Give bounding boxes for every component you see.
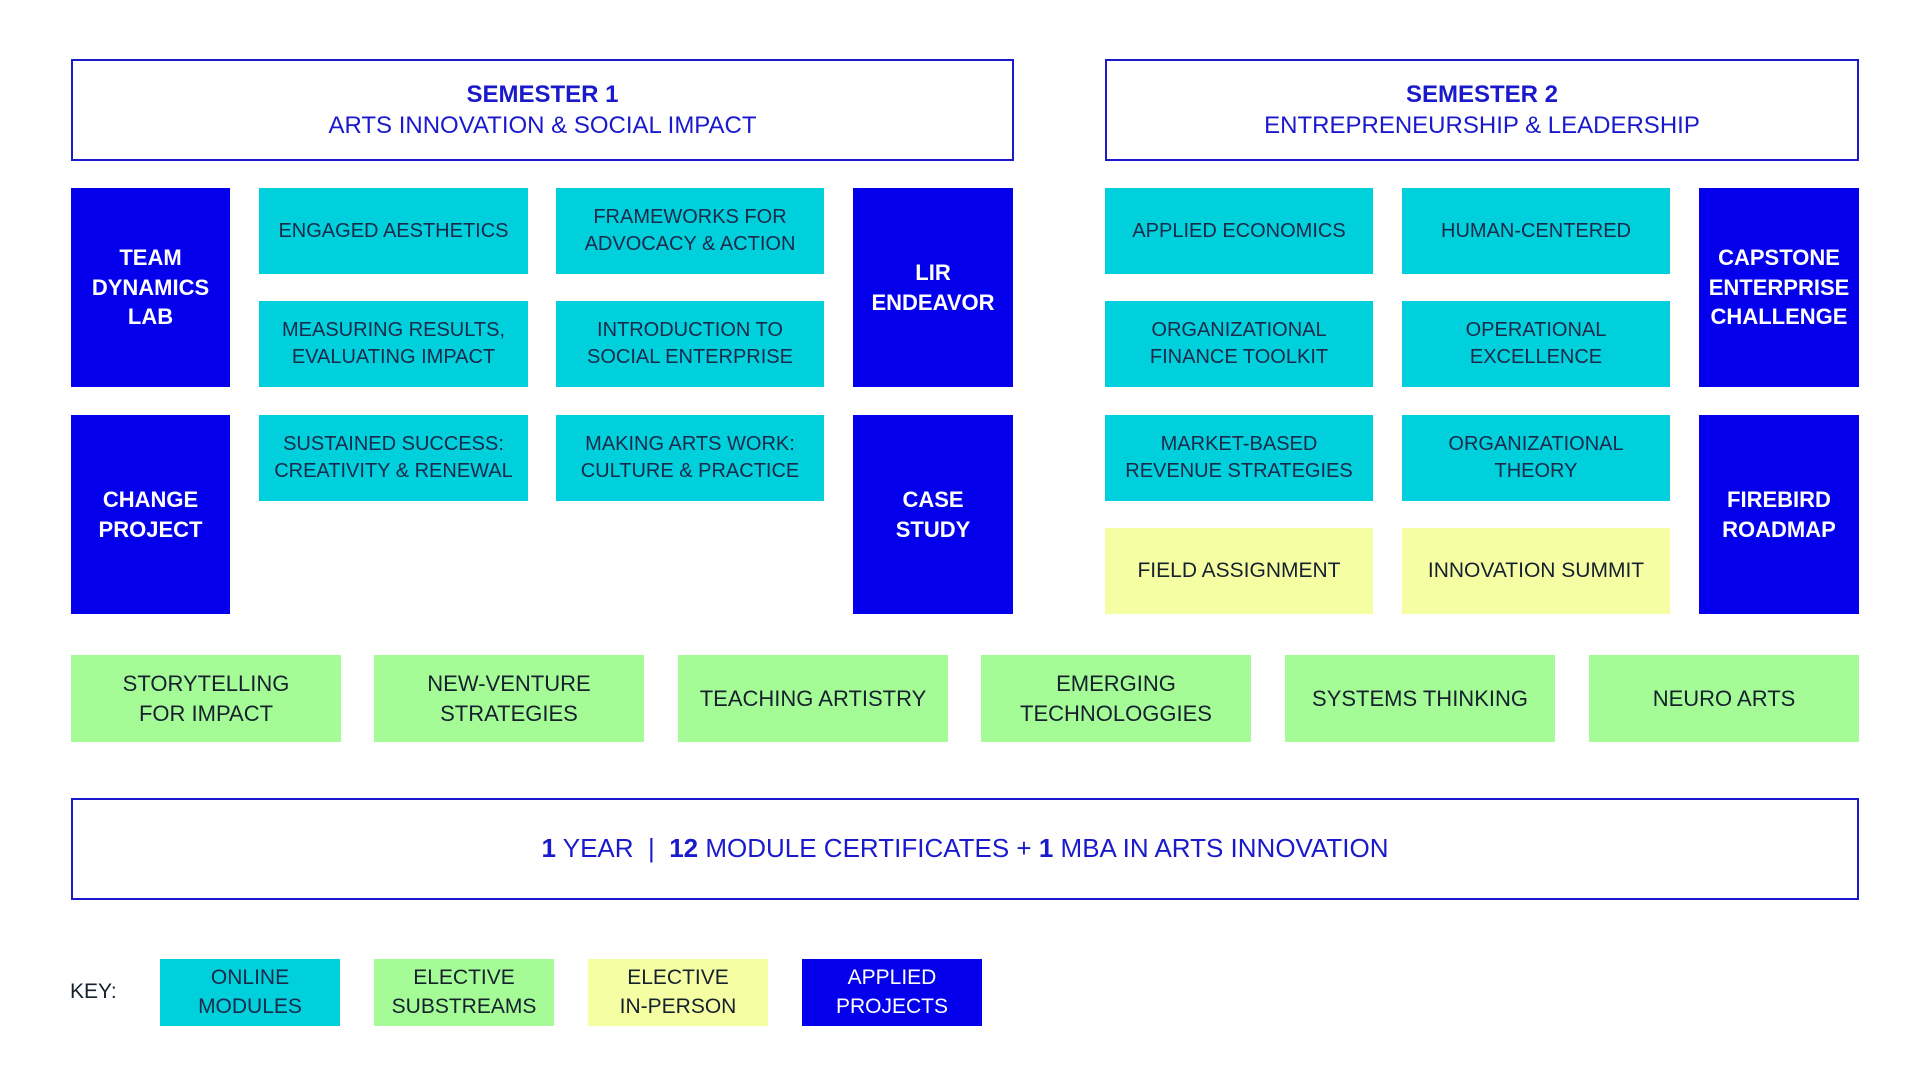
key-elective-in-person: ELECTIVE IN-PERSON bbox=[588, 959, 768, 1026]
module-organizational-theory: ORGANIZATIONAL THEORY bbox=[1402, 415, 1670, 501]
module-lir-endeavor: LIR ENDEAVOR bbox=[853, 188, 1013, 387]
summary-mba: 1 bbox=[1038, 833, 1054, 864]
module-applied-economics: APPLIED ECONOMICS bbox=[1105, 188, 1373, 274]
program-summary-banner: 1 YEAR | 12 MODULE CERTIFICATES + 1 MBA … bbox=[71, 798, 1859, 900]
semester-2-subtitle: ENTREPRENEURSHIP & LEADERSHIP bbox=[1264, 112, 1700, 139]
key-elective-substreams: ELECTIVE SUBSTREAMS bbox=[374, 959, 554, 1026]
module-making-arts-work: MAKING ARTS WORK: CULTURE & PRACTICE bbox=[556, 415, 824, 501]
module-team-dynamics-lab: TEAM DYNAMICS LAB bbox=[71, 188, 230, 387]
elective-systems-thinking: SYSTEMS THINKING bbox=[1285, 655, 1555, 742]
elective-emerging-technologies: EMERGING TECHNOLOGGIES bbox=[981, 655, 1251, 742]
elective-teaching-artistry: TEACHING ARTISTRY bbox=[678, 655, 948, 742]
module-sustained-success: SUSTAINED SUCCESS: CREATIVITY & RENEWAL bbox=[259, 415, 528, 501]
module-field-assignment: FIELD ASSIGNMENT bbox=[1105, 528, 1373, 614]
key-applied-projects: APPLIED PROJECTS bbox=[802, 959, 982, 1026]
summary-certificates-label: MODULE CERTIFICATES + bbox=[698, 833, 1039, 864]
summary-years: 1 bbox=[541, 833, 556, 864]
elective-neuro-arts: NEURO ARTS bbox=[1589, 655, 1859, 742]
semester-1-subtitle: ARTS INNOVATION & SOCIAL IMPACT bbox=[328, 112, 757, 139]
key-label: KEY: bbox=[70, 980, 117, 1003]
module-firebird-roadmap: FIREBIRD ROADMAP bbox=[1699, 415, 1859, 614]
key-online-modules: ONLINE MODULES bbox=[160, 959, 340, 1026]
module-innovation-summit: INNOVATION SUMMIT bbox=[1402, 528, 1670, 614]
semester-1-header: SEMESTER 1 ARTS INNOVATION & SOCIAL IMPA… bbox=[71, 59, 1014, 161]
summary-mba-label: MBA IN ARTS INNOVATION bbox=[1053, 833, 1389, 864]
semester-2-title: SEMESTER 2 bbox=[1405, 80, 1559, 108]
module-measuring-results: MEASURING RESULTS, EVALUATING IMPACT bbox=[259, 301, 528, 387]
summary-certificates: 12 bbox=[669, 833, 699, 864]
module-org-finance-toolkit: ORGANIZATIONAL FINANCE TOOLKIT bbox=[1105, 301, 1373, 387]
module-human-centered: HUMAN-CENTERED bbox=[1402, 188, 1670, 274]
summary-years-label: YEAR | bbox=[555, 833, 670, 864]
semester-2-header: SEMESTER 2 ENTREPRENEURSHIP & LEADERSHIP bbox=[1105, 59, 1859, 161]
module-operational-excellence: OPERATIONAL EXCELLENCE bbox=[1402, 301, 1670, 387]
module-change-project: CHANGE PROJECT bbox=[71, 415, 230, 614]
module-case-study: CASE STUDY bbox=[853, 415, 1013, 614]
elective-storytelling: STORYTELLING FOR IMPACT bbox=[71, 655, 341, 742]
module-engaged-aesthetics: ENGAGED AESTHETICS bbox=[259, 188, 528, 274]
module-capstone-challenge: CAPSTONE ENTERPRISE CHALLENGE bbox=[1699, 188, 1859, 387]
module-frameworks-advocacy: FRAMEWORKS FOR ADVOCACY & ACTION bbox=[556, 188, 824, 274]
module-intro-social-enterprise: INTRODUCTION TO SOCIAL ENTERPRISE bbox=[556, 301, 824, 387]
semester-1-title: SEMESTER 1 bbox=[466, 80, 619, 108]
elective-new-venture: NEW-VENTURE STRATEGIES bbox=[374, 655, 644, 742]
module-market-based-revenue: MARKET-BASED REVENUE STRATEGIES bbox=[1105, 415, 1373, 501]
